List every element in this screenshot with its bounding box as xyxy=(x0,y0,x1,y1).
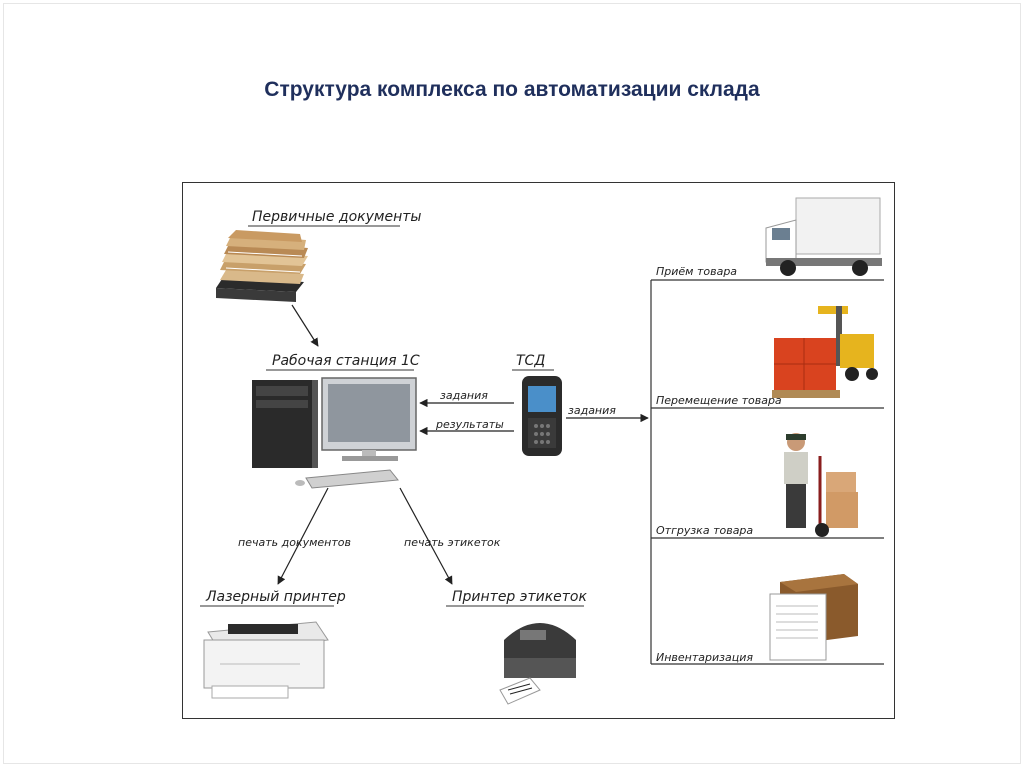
handheld-terminal-icon xyxy=(522,376,562,456)
tasks-to-ops-label: задания xyxy=(568,404,616,417)
truck-icon xyxy=(765,197,882,276)
inventory-box-icon xyxy=(769,574,858,661)
label-printer-icon xyxy=(499,623,576,705)
laser-printer-label: Лазерный принтер xyxy=(205,589,346,605)
tasks-edge-label: задания xyxy=(440,389,488,402)
primary-docs-label: Первичные документы xyxy=(252,209,421,225)
label-printer-label: Принтер этикеток xyxy=(452,589,587,605)
results-edge-label: результаты xyxy=(435,418,504,431)
op-moving-label: Перемещение товара xyxy=(656,394,782,407)
print-labels-label: печать этикеток xyxy=(404,536,501,549)
documents-stack-icon xyxy=(216,230,308,302)
page-title: Структура комплекса по автоматизации скл… xyxy=(264,78,760,101)
pc-tower-icon xyxy=(252,380,318,468)
op-receiving-label: Приём товара xyxy=(656,265,737,278)
op-inventory-label: Инвентаризация xyxy=(656,651,753,664)
workstation-label: Рабочая станция 1С xyxy=(272,353,420,369)
forklift-icon xyxy=(772,306,878,398)
keyboard-icon xyxy=(295,469,399,489)
monitor-icon xyxy=(321,377,417,461)
tsd-label: ТСД xyxy=(516,353,545,369)
slide-border xyxy=(3,3,1021,764)
worker-hand-truck-icon xyxy=(784,433,858,537)
op-shipping-label: Отгрузка товара xyxy=(656,524,753,537)
laser-printer-icon xyxy=(203,621,329,699)
print-docs-label: печать документов xyxy=(238,536,351,549)
